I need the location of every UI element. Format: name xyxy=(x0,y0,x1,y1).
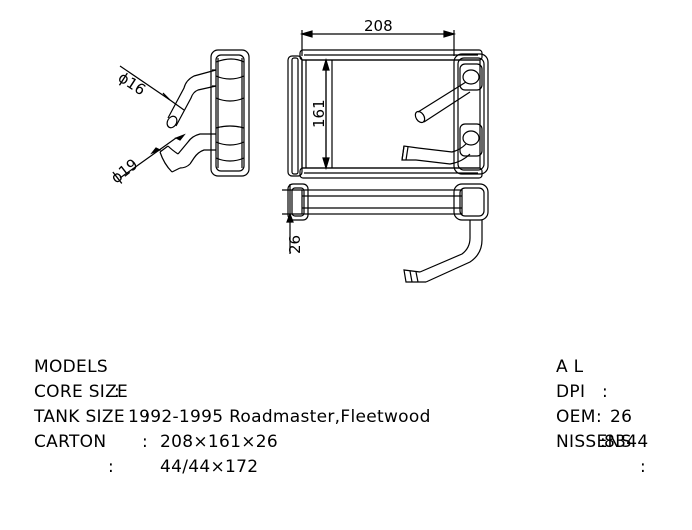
front-view xyxy=(287,49,489,179)
spec-label: DPI xyxy=(556,382,586,402)
side-view xyxy=(159,49,250,177)
spec-label: A L xyxy=(556,357,584,377)
spec-separator: : xyxy=(602,382,609,402)
spec-separator: : xyxy=(114,382,121,402)
spec-label: TANK SIZE xyxy=(34,407,125,427)
dim-phi16-label: ϕ16 xyxy=(115,68,149,99)
dim-161-line xyxy=(322,57,330,171)
dim-26-label: 26 xyxy=(286,235,304,254)
dim-phi19-label: ϕ19 xyxy=(107,155,141,187)
dim-208-line xyxy=(299,30,457,56)
dim-phi16-leader xyxy=(119,65,185,111)
spec-value: 26 xyxy=(610,407,633,427)
dim-208-label: 208 xyxy=(364,17,393,35)
spec-label: MODELS xyxy=(34,357,108,377)
spec-row-nissens: NISSENS : xyxy=(556,405,686,477)
heater-core-spec-sheet: ϕ16 ϕ19 xyxy=(34,17,686,477)
spec-label: NISSENS xyxy=(556,432,632,452)
dim-phi19-leader xyxy=(119,133,186,179)
spec-row-oem: OEM : xyxy=(556,380,686,452)
spec-row-al: A L : 26 xyxy=(556,330,686,427)
spec-label: CARTON xyxy=(34,432,107,452)
spec-separator: : xyxy=(596,407,603,427)
spec-list-right: A L : 26 DPI : 8344 OEM : NISSENS : xyxy=(556,330,686,477)
spec-row-tank-size: TANK SIZE : 44/44×172 xyxy=(34,380,258,477)
heater-core-technical-drawing: ϕ16 ϕ19 xyxy=(107,17,489,283)
spec-value: 44/44×172 xyxy=(160,457,259,477)
spec-separator: : xyxy=(108,457,115,477)
spec-list-left: MODELS : 1992-1995 Roadmaster,Fleetwood … xyxy=(34,330,430,477)
spec-separator: : xyxy=(142,432,149,452)
dim-26-line xyxy=(282,184,302,254)
spec-label: CORE SIZE xyxy=(34,382,129,402)
spec-label: OEM xyxy=(556,407,596,427)
spec-separator: : xyxy=(640,457,647,477)
spec-row-dpi: DPI : 8344 xyxy=(556,355,686,452)
dim-161-label: 161 xyxy=(310,99,328,128)
spec-separator: : xyxy=(144,407,151,427)
bottom-view xyxy=(287,183,489,283)
spec-value: 1992-1995 Roadmaster,Fleetwood xyxy=(128,407,431,427)
spec-row-core-size: CORE SIZE : 208×161×26 xyxy=(34,355,278,452)
spec-row-carton: CARTON : xyxy=(34,405,114,477)
spec-row-models: MODELS : 1992-1995 Roadmaster,Fleetwood xyxy=(34,330,430,427)
spec-value: 208×161×26 xyxy=(160,432,279,452)
